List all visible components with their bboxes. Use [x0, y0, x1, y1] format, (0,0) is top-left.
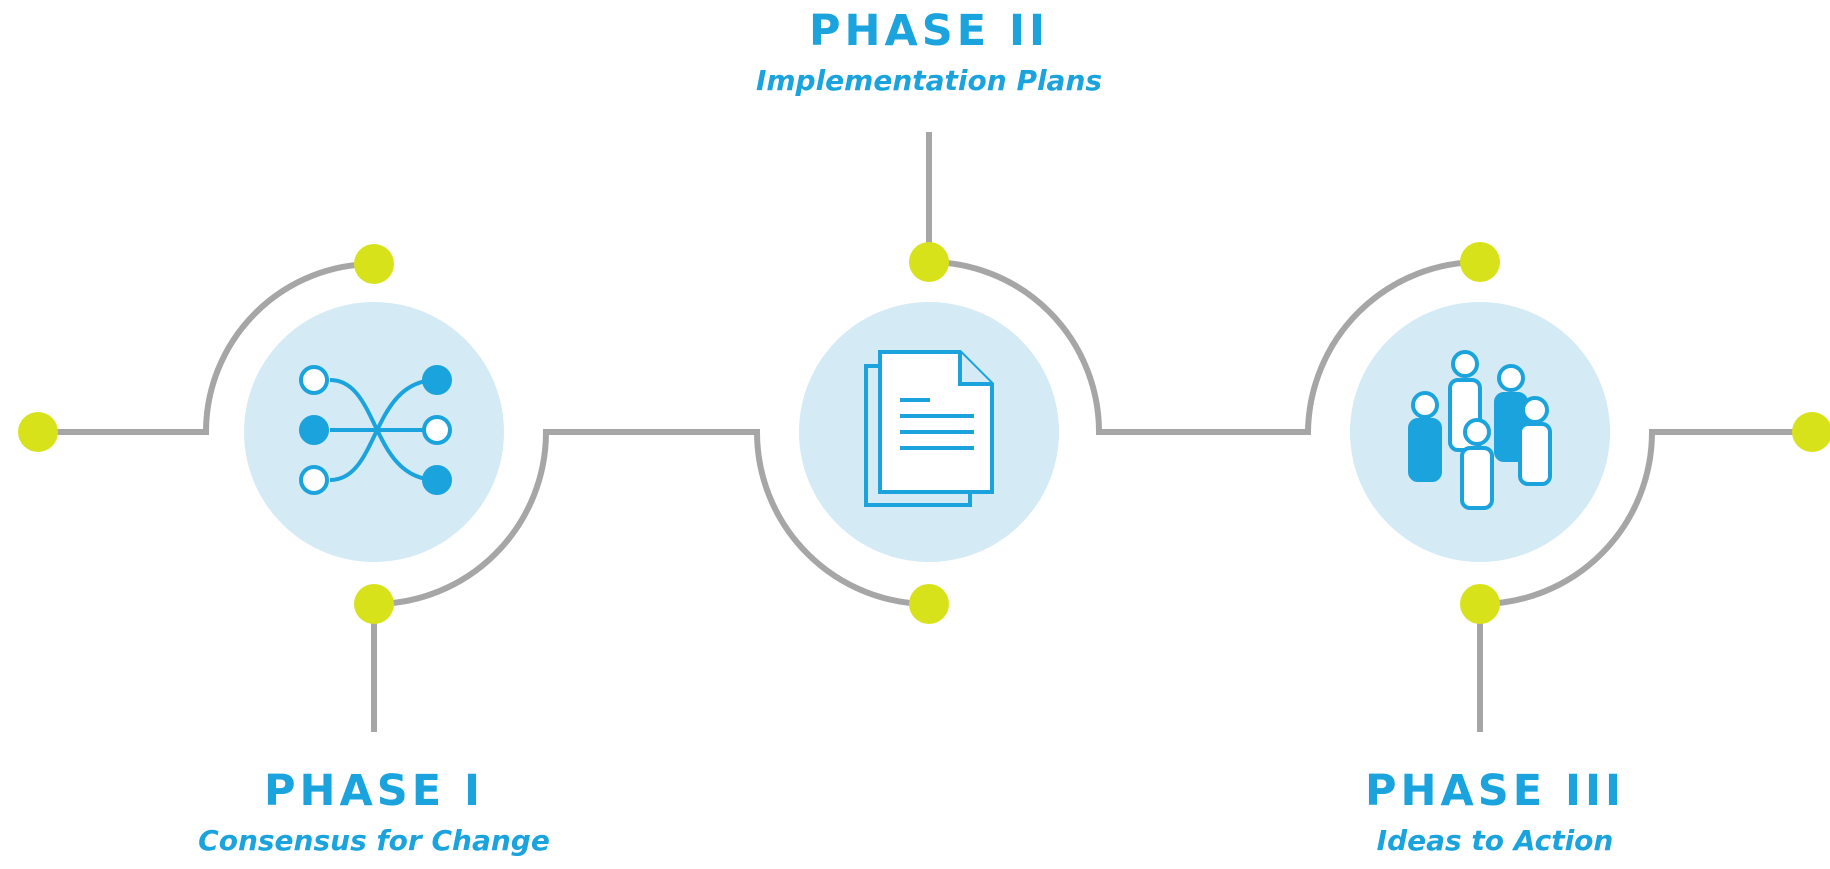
phase-2-label: PHASE II Implementation Plans	[629, 10, 1229, 95]
people-group-icon	[1408, 350, 1552, 510]
document-icon	[864, 350, 994, 507]
phase-3-title: PHASE III	[1364, 766, 1626, 816]
node-dot	[18, 412, 58, 452]
phase-1-subtitle: Consensus for Change	[198, 824, 550, 857]
network-crossing-icon	[299, 365, 452, 495]
node-dot	[909, 584, 949, 624]
node-dot	[1792, 412, 1830, 452]
node-dot	[1460, 242, 1500, 282]
phase-3-label: PHASE III Ideas to Action	[1195, 770, 1795, 855]
node-dot	[909, 242, 949, 282]
node-dot	[1460, 584, 1500, 624]
node-dot	[354, 244, 394, 284]
phase-2-subtitle: Implementation Plans	[755, 64, 1103, 97]
phase-3-subtitle: Ideas to Action	[1376, 824, 1614, 857]
node-dot	[354, 584, 394, 624]
phase-2-title: PHASE II	[808, 6, 1050, 56]
phase-1-label: PHASE I Consensus for Change	[74, 770, 674, 855]
timeline-connector	[38, 259, 1812, 607]
phase-1-title: PHASE I	[263, 766, 485, 816]
